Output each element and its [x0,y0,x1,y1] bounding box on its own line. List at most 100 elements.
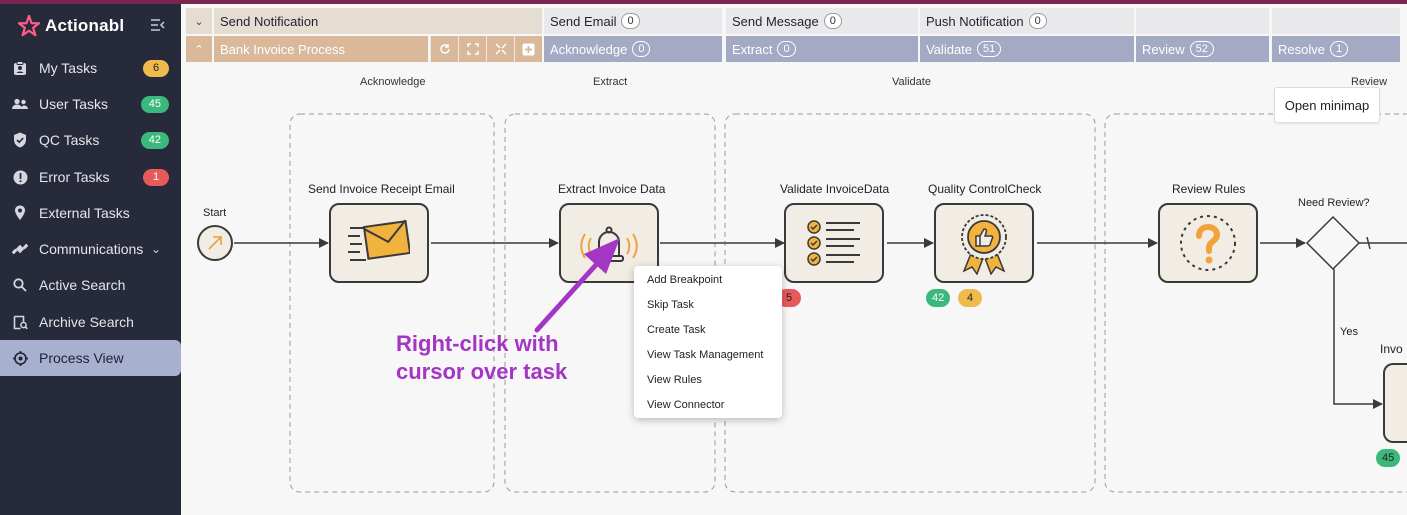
sidebar-item-active-search[interactable]: Active Search [0,267,181,303]
annotation-callout: Right-click with cursor over task [396,330,567,386]
menu-item-skip-task[interactable]: Skip Task [647,299,694,311]
sidebar-item-label: Error Tasks [39,169,110,185]
stage-label: Acknowledge [550,41,628,57]
refresh-icon[interactable] [430,36,458,62]
pending-count-badge[interactable]: 4 [958,289,982,307]
stage-label: Resolve [1278,41,1325,57]
menu-item-create-task[interactable]: Create Task [647,324,706,336]
fit-view-icon[interactable] [458,36,486,62]
menu-item-add-breakpoint[interactable]: Add Breakpoint [647,274,723,286]
menu-item-view-task-management[interactable]: View Task Management [647,349,764,361]
brand[interactable]: Actionabl [18,14,124,38]
sidebar-item-error-tasks[interactable]: Error Tasks 1 [0,159,181,195]
count-badge: 45 [140,95,169,113]
collapse-chevron-icon[interactable]: ⌃ [186,36,212,62]
stage-label: Validate [926,41,973,57]
stage-count: 1 [1329,41,1349,57]
stage-label: Send Message [732,13,819,29]
stage-label: Review [1142,41,1185,57]
process-name-cell[interactable]: Bank Invoice Process [214,36,428,62]
clipboard-icon [12,60,28,76]
stage-label: Send Email [550,13,617,29]
gateway-label: Need Review? [1298,197,1370,209]
stage-title: Acknowledge [360,76,426,88]
sidebar-item-label: QC Tasks [39,132,100,148]
process-name-cell[interactable]: Send Notification [214,8,542,34]
alert-icon [12,169,28,185]
flow-connectors [197,113,1407,493]
checklist-icon [807,220,860,266]
sidebar-item-label: Active Search [39,277,126,293]
menu-item-view-rules[interactable]: View Rules [647,374,702,386]
task-validate-invoicedata[interactable] [784,203,884,283]
process-name: Send Notification [220,13,319,29]
stage-count: 0 [823,13,842,29]
sidebar-item-label: My Tasks [39,60,98,76]
search-icon [12,277,28,293]
task-send-invoice-receipt-email[interactable] [329,203,429,283]
sidebar-item-label: External Tasks [39,205,130,221]
task-label: Quality ControlCheck [928,182,1042,196]
open-minimap-button[interactable]: Open minimap [1274,87,1380,123]
star-logo-icon [18,15,40,37]
completed-count-badge[interactable]: 42 [926,289,951,307]
sidebar-item-archive-search[interactable]: Archive Search [0,304,181,340]
satellite-icon [12,241,28,257]
decision-gateway [1305,215,1361,271]
bell-icon [580,226,638,262]
users-icon [12,96,28,112]
stage-box-review [1104,113,1407,493]
task-quality-controlcheck[interactable] [934,203,1034,283]
sidebar-item-user-tasks[interactable]: User Tasks 45 [0,86,181,122]
sidebar-item-my-tasks[interactable]: My Tasks 6 [0,50,181,86]
add-task-icon[interactable] [514,36,542,62]
task-review-rules[interactable] [1158,203,1258,283]
menu-item-view-connector[interactable]: View Connector [647,399,725,411]
sidebar-item-label: User Tasks [39,96,108,112]
process-name: Bank Invoice Process [220,41,346,57]
expand-chevron-icon[interactable]: ⌄ [186,8,212,34]
envelope-icon [348,219,410,261]
task-invoice-partial[interactable] [1383,363,1407,443]
sidebar-item-communications[interactable]: Communications ⌄ [0,231,181,267]
task-label: Send Invoice Receipt Email [308,182,455,196]
annotation-line: Right-click with [396,331,559,356]
task-label: Extract Invoice Data [558,182,666,196]
stage-box-validate [724,113,1096,493]
shield-check-icon [12,132,28,148]
collapse-sidebar-icon[interactable] [150,18,166,32]
stage-label: Push Notification [926,13,1024,29]
completed-count-badge[interactable]: 45 [1376,449,1401,467]
process-canvas[interactable]: Acknowledge Extract Validate Review Star… [181,66,1407,515]
chevron-down-icon[interactable]: ⌄ [150,242,161,256]
sidebar-item-qc-tasks[interactable]: QC Tasks 42 [0,122,181,158]
sidebar-item-external-tasks[interactable]: External Tasks [0,195,181,231]
top-accent-bar [0,0,1407,4]
count-badge: 6 [143,59,169,77]
stage-count: 0 [621,13,640,29]
sidebar-item-label: Process View [39,350,124,366]
stage-title: Review [1351,76,1388,88]
pin-icon [12,205,28,221]
stage-count: 0 [777,41,796,57]
sidebar-item-label: Archive Search [39,314,134,330]
count-badge: 1 [143,168,169,186]
stage-title: Extract [593,76,628,88]
stage-count: 0 [632,41,651,57]
stage-count: 52 [1189,41,1214,57]
error-count-badge[interactable]: 5 [777,289,801,307]
sidebar: Actionabl My Tasks 6 User Tasks 45 QC Ta… [0,4,181,515]
award-thumbs-up-icon [961,214,1007,275]
sidebar-item-process-view[interactable]: Process View [0,340,181,376]
fullscreen-icon[interactable] [486,36,514,62]
